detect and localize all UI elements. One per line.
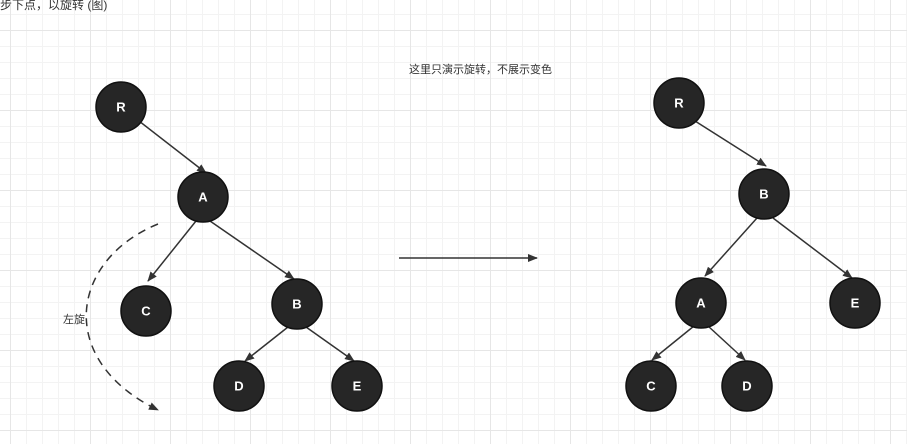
right-node-D-label: D	[742, 379, 751, 394]
right-node-E: E	[829, 277, 881, 329]
right-node-A-label: A	[696, 296, 706, 311]
left-node-R: R	[95, 81, 147, 133]
edge-right-A-C	[651, 325, 695, 361]
right-node-R: R	[653, 77, 705, 129]
right-node-R-label: R	[674, 96, 684, 111]
rotation-label: 左旋	[63, 312, 85, 326]
left-node-D: D	[213, 360, 265, 412]
edge-left-A-B	[209, 220, 295, 280]
edge-left-A-C	[147, 220, 197, 282]
top-caption: 步下点，以旋转 (图)	[0, 0, 108, 12]
left-node-D-label: D	[234, 379, 243, 394]
edge-right-B-E	[772, 217, 853, 279]
edge-right-A-D	[707, 325, 746, 361]
right-node-C: C	[625, 360, 677, 412]
right-node-B-label: B	[759, 187, 768, 202]
right-node-E-label: E	[851, 296, 860, 311]
right-node-C-label: C	[646, 379, 656, 394]
left-node-C-label: C	[141, 304, 151, 319]
left-node-E-label: E	[353, 379, 362, 394]
right-node-D: D	[721, 360, 773, 412]
right-node-A: A	[675, 277, 727, 329]
right-node-B: B	[738, 168, 790, 220]
left-node-C: C	[120, 285, 172, 337]
edge-left-R-A	[138, 120, 207, 174]
rotation-arc	[85, 223, 159, 411]
edge-right-B-A	[704, 217, 758, 277]
note-text: 这里只演示旋转，不展示变色	[409, 62, 552, 76]
left-node-B-label: B	[292, 297, 301, 312]
edge-left-B-D	[244, 326, 289, 362]
left-node-A: A	[177, 171, 229, 223]
edge-right-R-B	[694, 120, 767, 167]
left-node-B: B	[271, 278, 323, 330]
left-node-A-label: A	[198, 190, 208, 205]
edge-left-B-E	[305, 326, 355, 362]
left-node-R-label: R	[116, 100, 126, 115]
left-node-E: E	[331, 360, 383, 412]
